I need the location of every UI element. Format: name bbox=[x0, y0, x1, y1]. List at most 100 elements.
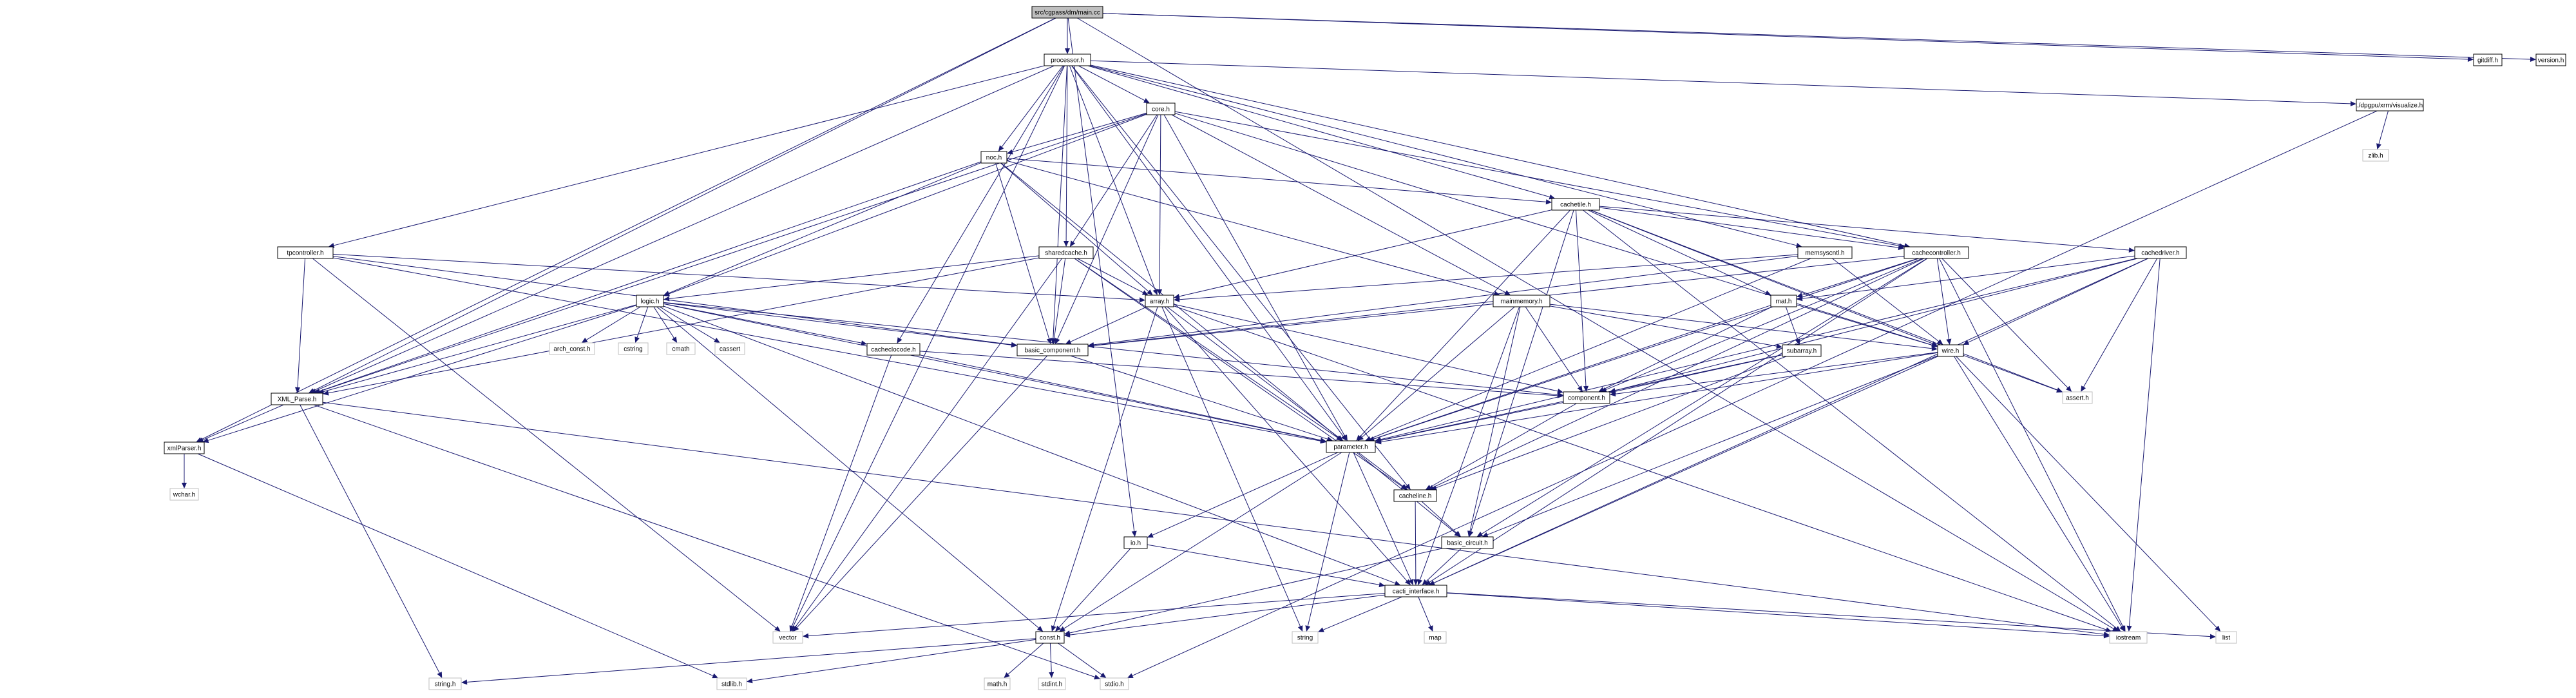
node-logic[interactable]: logic.h bbox=[636, 295, 664, 307]
edge-memsyscntl-to-parameter bbox=[1370, 258, 1811, 440]
edge-logic-to-arch_const bbox=[586, 306, 641, 340]
arrowhead-tpcontroller-to-vector bbox=[774, 626, 781, 632]
node-box bbox=[1100, 677, 1129, 690]
node-cacheline[interactable]: cacheline.h bbox=[1393, 489, 1437, 502]
edge-processor-to-sharedcache bbox=[1065, 65, 1068, 242]
edge-root-to-xmlParser bbox=[201, 17, 1056, 440]
node-label: io.h bbox=[1131, 540, 1141, 547]
arrowhead-logic-to-cassert bbox=[714, 338, 720, 343]
arrowhead-basic_component-to-parameter bbox=[1326, 436, 1333, 441]
edge-cachecontroller-to-wire bbox=[1936, 258, 1949, 340]
node-wire[interactable]: wire.h bbox=[1937, 344, 1964, 357]
arrowhead-cacti_interface-to-vector bbox=[803, 633, 809, 639]
node-cacheclocode[interactable]: cacheclocode.h bbox=[866, 343, 921, 356]
node-box bbox=[1035, 631, 1065, 644]
arrowhead-cacheline-to-basic_circuit bbox=[1455, 531, 1461, 537]
node-const[interactable]: const.h bbox=[1035, 631, 1065, 644]
node-mainmemory[interactable]: mainmemory.h bbox=[1493, 295, 1550, 307]
node-component[interactable]: component.h bbox=[1563, 391, 1610, 404]
node-io[interactable]: io.h bbox=[1123, 536, 1148, 549]
arrowhead-io-to-cacti_interface bbox=[1379, 582, 1385, 588]
arrowhead-array-to-const bbox=[1051, 625, 1056, 632]
edge-logic-to-component bbox=[663, 302, 1558, 395]
arrowhead-cachecontroller-to-mat bbox=[1797, 293, 1803, 298]
edge-core-to-wire bbox=[1174, 113, 1932, 345]
edge-sharedcache-to-basic_component bbox=[1054, 258, 1066, 339]
node-mat[interactable]: mat.h bbox=[1770, 295, 1797, 307]
edge-processor-to-basic_component bbox=[1053, 65, 1067, 339]
node-box bbox=[1044, 53, 1091, 66]
arrowhead-component-to-cacheline bbox=[1425, 485, 1432, 490]
edge-core-to-array bbox=[1159, 114, 1161, 290]
node-box bbox=[1292, 631, 1319, 644]
node-memsyscntl[interactable]: memsyscntl.h bbox=[1797, 246, 1853, 259]
node-box bbox=[428, 677, 462, 690]
edge-xmlParse-to-xmlParser bbox=[202, 404, 284, 440]
node-basic-component[interactable]: basic_component.h bbox=[1016, 344, 1089, 356]
node-label: basic_component.h bbox=[1025, 347, 1081, 354]
arrowhead-mainmemory-to-parameter bbox=[1357, 435, 1364, 441]
node-label: stdint.h bbox=[1042, 681, 1062, 688]
arrowhead-processor-to-array bbox=[1152, 289, 1158, 295]
node-label: wire.h bbox=[1942, 348, 1960, 355]
node-tpcontroller[interactable]: tpcontroller.h bbox=[277, 246, 334, 259]
edge-cachedriver-to-wire bbox=[1968, 258, 2148, 343]
arrowhead-sharedcache-to-xmlParse bbox=[323, 390, 329, 396]
node-array[interactable]: array.h bbox=[1145, 295, 1174, 307]
arrowhead-wire-to-component bbox=[1610, 391, 1616, 397]
header-nodes: src/cgpass/dm/main.cc processor.h gitdiff.… bbox=[164, 6, 2566, 690]
edge-cacti_interface-to-list bbox=[1446, 592, 2211, 637]
arrowhead-const-to-stringh bbox=[461, 679, 468, 685]
node-gitdiff[interactable]: gitdiff.h bbox=[2473, 53, 2503, 66]
edge-processor-to-cacheline bbox=[1071, 65, 1407, 486]
edge-logic-to-parameter bbox=[663, 303, 1321, 441]
node-cacti-interface[interactable]: cacti_interface.h bbox=[1384, 585, 1447, 597]
arrowhead-parameter-to-cacti_interface bbox=[1408, 579, 1413, 585]
node-xmlParse[interactable]: XML_Parse.h bbox=[271, 393, 323, 405]
node-label: arch_const.h bbox=[553, 346, 590, 353]
node-processor[interactable]: processor.h bbox=[1044, 53, 1091, 66]
edge-cachecontroller-to-basic_circuit bbox=[1481, 258, 1927, 534]
arrowhead-processor-to-cachetile bbox=[1549, 194, 1556, 200]
node-dpgpu[interactable]: ./dpgpu/xrm/visualize.h bbox=[2356, 99, 2424, 111]
arrowhead-wire-to-list bbox=[2215, 625, 2221, 632]
node-version[interactable]: version.h bbox=[2535, 53, 2566, 66]
edge-io-to-cacti_interface bbox=[1147, 544, 1380, 585]
edge-logic-to-xmlParser bbox=[207, 305, 637, 441]
edge-sharedcache-to-parameter bbox=[1074, 258, 1338, 438]
arrowhead-dpgpu-to-zlib bbox=[2376, 143, 2381, 150]
edge-tpcontroller-to-array bbox=[332, 253, 1140, 300]
edge-cachetile-to-array bbox=[1179, 209, 1552, 297]
node-core[interactable]: core.h bbox=[1146, 102, 1176, 115]
node-label: stdio.h bbox=[1105, 681, 1123, 688]
edge-root-to-version bbox=[1102, 13, 2531, 60]
node-subarray[interactable]: subarray.h bbox=[1782, 344, 1822, 357]
edge-root-to-iostream bbox=[1077, 17, 2114, 629]
node-label: cassert bbox=[720, 346, 740, 353]
node-basic-circuit[interactable]: basic_circuit.h bbox=[1441, 536, 1494, 549]
node-cachecontroller[interactable]: cachecontroller.h bbox=[1903, 246, 1969, 259]
node-label: src/cgpass/dm/main.cc bbox=[1035, 10, 1100, 17]
node-xmlParser[interactable]: xmlParser.h bbox=[164, 441, 205, 454]
node-sharedcache[interactable]: sharedcache.h bbox=[1038, 246, 1094, 259]
edge-logic-to-cacheclocode bbox=[663, 303, 862, 344]
edge-basic_component-to-vector bbox=[797, 355, 1048, 628]
edge-sharedcache-to-array bbox=[1077, 258, 1143, 293]
node-parameter[interactable]: parameter.h bbox=[1326, 440, 1376, 453]
arrowhead-cachecontroller-to-assert bbox=[2066, 385, 2072, 392]
node-cstring: cstring bbox=[618, 342, 649, 355]
edge-array-to-parameter bbox=[1167, 306, 1339, 438]
node-cachetile[interactable]: cachetile.h bbox=[1551, 198, 1600, 211]
arrowhead-mainmemory-to-component bbox=[1577, 385, 1583, 392]
arrowhead-sharedcache-to-logic bbox=[663, 296, 670, 302]
arrowhead-noc-to-cachetile bbox=[1545, 199, 1552, 205]
node-label: noc.h bbox=[986, 155, 1002, 162]
node-label: string.h bbox=[435, 681, 456, 688]
edge-wire-to-assert bbox=[1963, 354, 2057, 391]
arrowhead-sharedcache-to-basic_component bbox=[1051, 338, 1057, 344]
node-cachedriver[interactable]: cachedriver.h bbox=[2134, 246, 2187, 259]
node-iostream: iostream bbox=[2109, 631, 2148, 644]
node-box bbox=[636, 295, 664, 307]
edge-cachedriver-to-iostream bbox=[2129, 258, 2161, 626]
node-noc[interactable]: noc.h bbox=[980, 151, 1007, 164]
